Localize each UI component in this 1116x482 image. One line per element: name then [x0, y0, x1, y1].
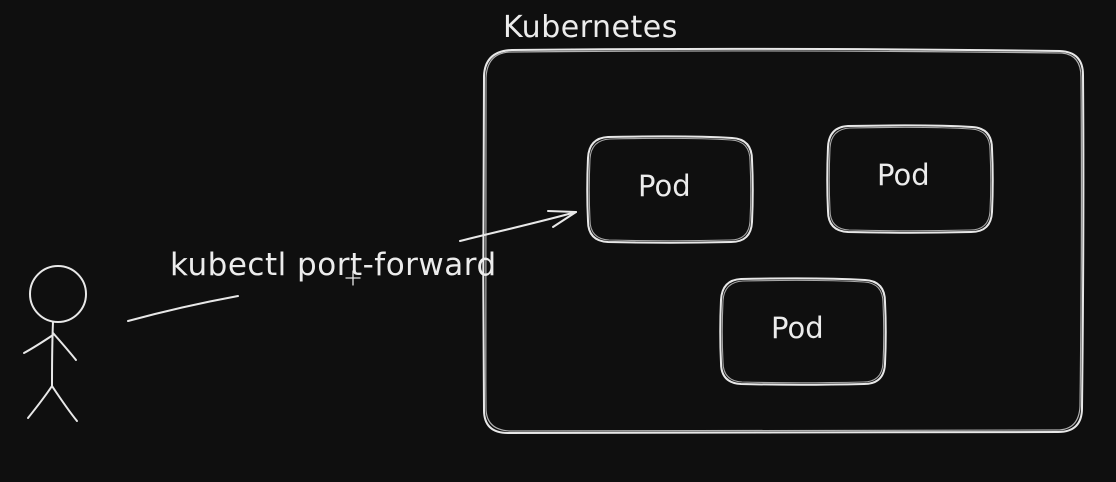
pod-label-1: Pod — [638, 169, 691, 203]
user-stick-figure — [23, 265, 87, 422]
pod-box-3 — [719, 277, 887, 386]
pod-box-2 — [826, 124, 994, 234]
cursor-icon — [345, 270, 361, 286]
cluster-title: Kubernetes — [503, 10, 678, 45]
pod-label-2: Pod — [877, 158, 930, 192]
cluster-boundary — [482, 47, 1085, 434]
pod-box-1 — [586, 135, 754, 244]
port-forward-label: kubectl port-forward — [170, 247, 497, 283]
port-forward-arrow — [127, 210, 577, 322]
pod-label-3: Pod — [771, 311, 824, 345]
